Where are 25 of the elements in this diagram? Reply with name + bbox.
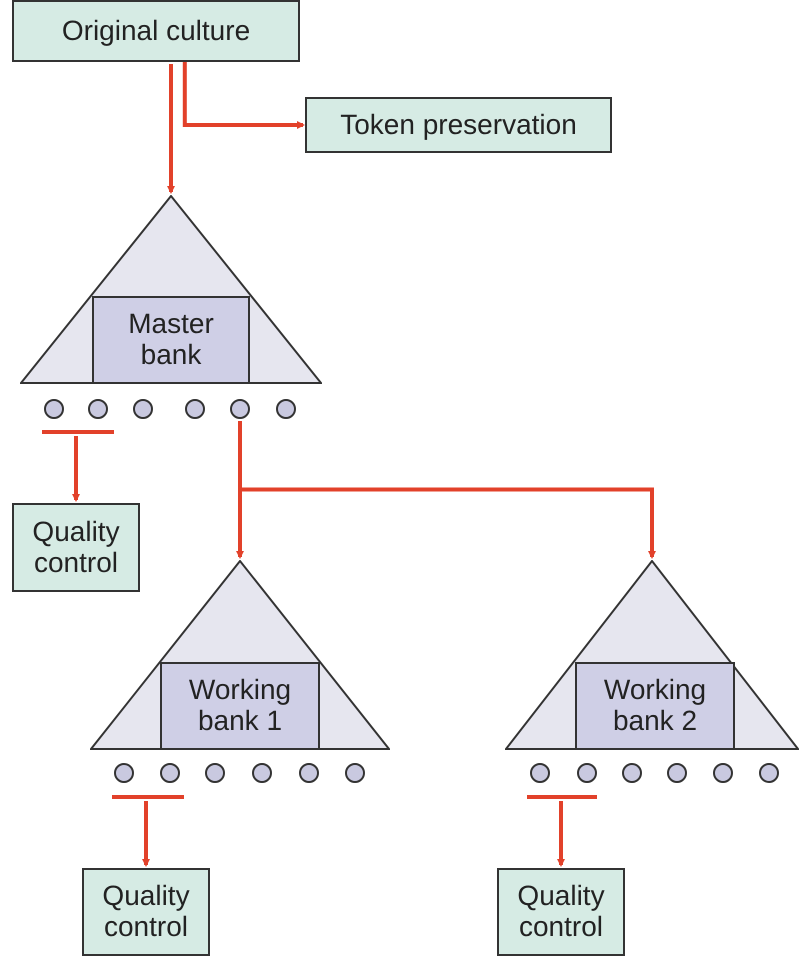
arrow xyxy=(142,801,150,867)
node-label: Original culture xyxy=(62,16,250,46)
node-label: Working bank 2 xyxy=(602,675,708,737)
process-box xyxy=(82,868,210,956)
process-box xyxy=(497,868,625,956)
process-box xyxy=(12,0,300,62)
selection-bar xyxy=(112,795,184,799)
node-label: Quality control xyxy=(31,516,121,578)
bank-box xyxy=(575,662,735,750)
arrow xyxy=(238,421,656,559)
node-label: Master bank xyxy=(127,309,215,371)
node-label: Quality control xyxy=(101,881,191,943)
arrow xyxy=(167,64,175,194)
node-label: Working bank 1 xyxy=(188,675,292,737)
node-label: Quality control xyxy=(516,881,606,943)
process-box xyxy=(305,97,612,153)
arrow xyxy=(557,801,565,867)
selection-bar xyxy=(42,430,114,434)
selection-bar xyxy=(527,795,597,799)
bank-box xyxy=(92,296,250,384)
process-box xyxy=(12,503,140,592)
bank-box xyxy=(160,662,320,750)
arrow xyxy=(182,62,305,129)
node-label: Token preservation xyxy=(340,110,577,140)
arrow xyxy=(72,436,80,502)
